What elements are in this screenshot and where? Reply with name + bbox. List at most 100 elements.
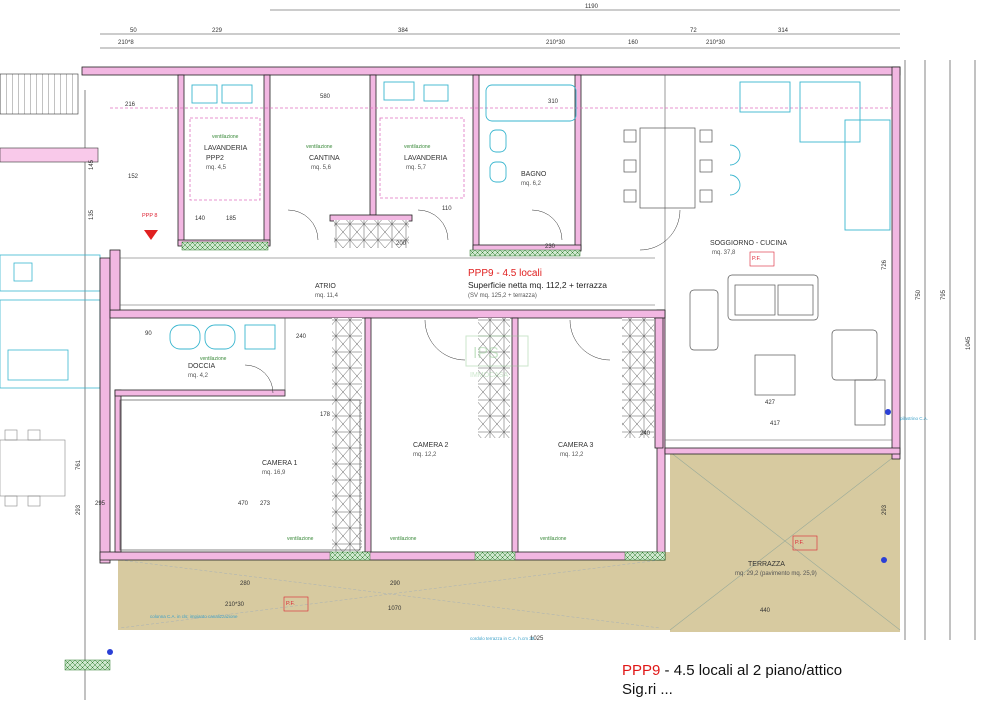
dimension-number: 427: [765, 400, 776, 406]
svg-text:mq. 12,2: mq. 12,2: [413, 452, 437, 458]
dimension-number: 72: [690, 28, 697, 34]
dimension-number: 90: [145, 331, 152, 337]
dimension-number: 795: [941, 289, 947, 300]
svg-text:mq. 16,9: mq. 16,9: [262, 470, 286, 476]
room-label-camera3: CAMERA 3: [558, 442, 594, 449]
dimension-number: 761: [76, 459, 82, 470]
svg-text:mq. 6,2: mq. 6,2: [521, 181, 542, 187]
watermark-logo: IPS IMMOCASA: [465, 335, 529, 379]
dimension-number: 384: [398, 28, 409, 34]
room-label-terrazza: TERRAZZA: [748, 561, 785, 568]
room-area-lavanderia-ppp2: mq. 4,5: [206, 165, 227, 171]
footer-unit-code: PPP9: [622, 662, 661, 679]
dimension-number: 580: [320, 94, 331, 100]
svg-text:P.F.: P.F.: [286, 601, 295, 607]
room-label-lavanderia: LAVANDERIA: [404, 155, 448, 162]
exterior-walls: [81, 66, 901, 564]
dimension-number: 417: [770, 421, 781, 427]
dimension-number: 200: [396, 241, 407, 247]
dimension-number: 145: [89, 159, 95, 170]
svg-text:colonna C.A. in cls; impianto: colonna C.A. in cls; impianto canalizzaz…: [150, 614, 238, 619]
svg-text:mq. 4,2: mq. 4,2: [188, 373, 209, 379]
svg-text:mq. 11,4: mq. 11,4: [315, 293, 339, 299]
room-label-camera2: CAMERA 2: [413, 442, 449, 449]
dimension-number: 50: [130, 28, 137, 34]
door-swings: [244, 209, 681, 394]
dimension-number: 310: [548, 99, 559, 105]
dimension-number: 293: [76, 504, 82, 515]
svg-text:cordolo terrazza in C.A. h.cm: cordolo terrazza in C.A. h.cm 25: [470, 636, 535, 641]
dimension-number: 314: [778, 28, 789, 34]
fixtures: [169, 81, 891, 350]
svg-text:mq. 29,2 (pavimento mq. 25,9): mq. 29,2 (pavimento mq. 25,9): [735, 571, 817, 577]
dimension-number: 1190: [585, 4, 599, 10]
svg-text:mq. 12,2: mq. 12,2: [560, 452, 584, 458]
svg-text:mq. 37,8: mq. 37,8: [712, 250, 736, 256]
shaft-3: [622, 318, 654, 438]
svg-text:P.F.: P.F.: [752, 256, 761, 262]
dimension-number: 1045: [966, 336, 972, 350]
svg-text:PPP2: PPP2: [206, 155, 224, 162]
footer-caption: PPP9 - 4.5 locali al 2 piano/attico Sig.…: [622, 662, 842, 698]
room-label-bagno: BAGNO: [521, 171, 547, 178]
living-furniture: [119, 127, 886, 551]
dimension-number: 110: [442, 206, 452, 212]
dimension-number: 178: [320, 412, 331, 418]
footer-description: - 4.5 locali al 2 piano/attico: [660, 662, 843, 679]
svg-text:mq. 5,7: mq. 5,7: [406, 165, 427, 171]
dimension-number: 1025: [530, 636, 544, 642]
dimension-number: 1070: [388, 606, 402, 612]
room-label-doccia: DOCCIA: [188, 363, 216, 370]
shaft-2: [478, 318, 510, 438]
dimension-number: 210*30: [546, 40, 566, 46]
room-label-lavanderia-ppp2: LAVANDERIA: [204, 145, 248, 152]
svg-text:ventilazione: ventilazione: [212, 134, 239, 140]
dimension-number: 230: [545, 244, 556, 250]
unit-sv-area: (SV mq. 125,2 + terrazza): [468, 293, 537, 299]
shaft-4: [334, 220, 409, 248]
marker-label: PPP 8: [142, 213, 158, 219]
ventilation-labels: ventilazione ventilazione ventilazione v…: [200, 134, 567, 542]
unit-net-area: Superficie netta mq. 112,2 + terrazza: [468, 280, 607, 290]
marker-triangle-icon: [144, 230, 158, 240]
dimension-number: 160: [628, 40, 639, 46]
pf-boxes: P.F. P.F. P.F.: [283, 251, 818, 612]
svg-text:ventilazione: ventilazione: [404, 144, 431, 150]
dimension-number: 273: [260, 501, 271, 507]
dimension-number: 140: [195, 216, 206, 222]
dimension-number: 240: [296, 334, 307, 340]
shaft-1: [332, 318, 362, 554]
dimension-number: 440: [760, 608, 771, 614]
dimension-number: 229: [212, 28, 223, 34]
svg-text:IPS: IPS: [473, 345, 499, 362]
dimension-number: 295: [95, 501, 106, 507]
dimension-number: 185: [226, 216, 237, 222]
svg-text:ventilazione: ventilazione: [200, 356, 227, 362]
svg-text:mq. 5,6: mq. 5,6: [311, 165, 332, 171]
room-label-atrio: ATRIO: [315, 283, 336, 290]
top-dimension-lines: [84, 9, 976, 700]
dimension-number: 135: [89, 209, 95, 220]
room-label-camera1: CAMERA 1: [262, 460, 298, 467]
unit-code-title: PPP9 - 4.5 locali: [468, 268, 542, 279]
svg-text:ventilazione: ventilazione: [390, 536, 417, 542]
svg-text:ventilazione: ventilazione: [306, 144, 333, 150]
dimension-number: 280: [240, 581, 251, 587]
dimension-number: 470: [238, 501, 249, 507]
dimension-number: 210*8: [118, 40, 134, 46]
staircase: [0, 73, 79, 115]
dimension-number: 152: [128, 174, 139, 180]
dimension-number: 210*30: [706, 40, 726, 46]
room-label-cantina: CANTINA: [309, 155, 340, 162]
footer-title: PPP9 - 4.5 locali al 2 piano/attico: [622, 662, 842, 679]
svg-text:P.F.: P.F.: [795, 540, 804, 546]
dimension-number: 210*30: [225, 602, 245, 608]
svg-text:pilastrino C.A.: pilastrino C.A.: [900, 416, 928, 421]
svg-text:ventilazione: ventilazione: [540, 536, 567, 542]
dimension-number: 293: [882, 504, 888, 515]
svg-text:IMMOCASA: IMMOCASA: [470, 372, 508, 379]
footer-client: Sig.ri ...: [622, 681, 673, 698]
dimension-number: 216: [125, 102, 136, 108]
